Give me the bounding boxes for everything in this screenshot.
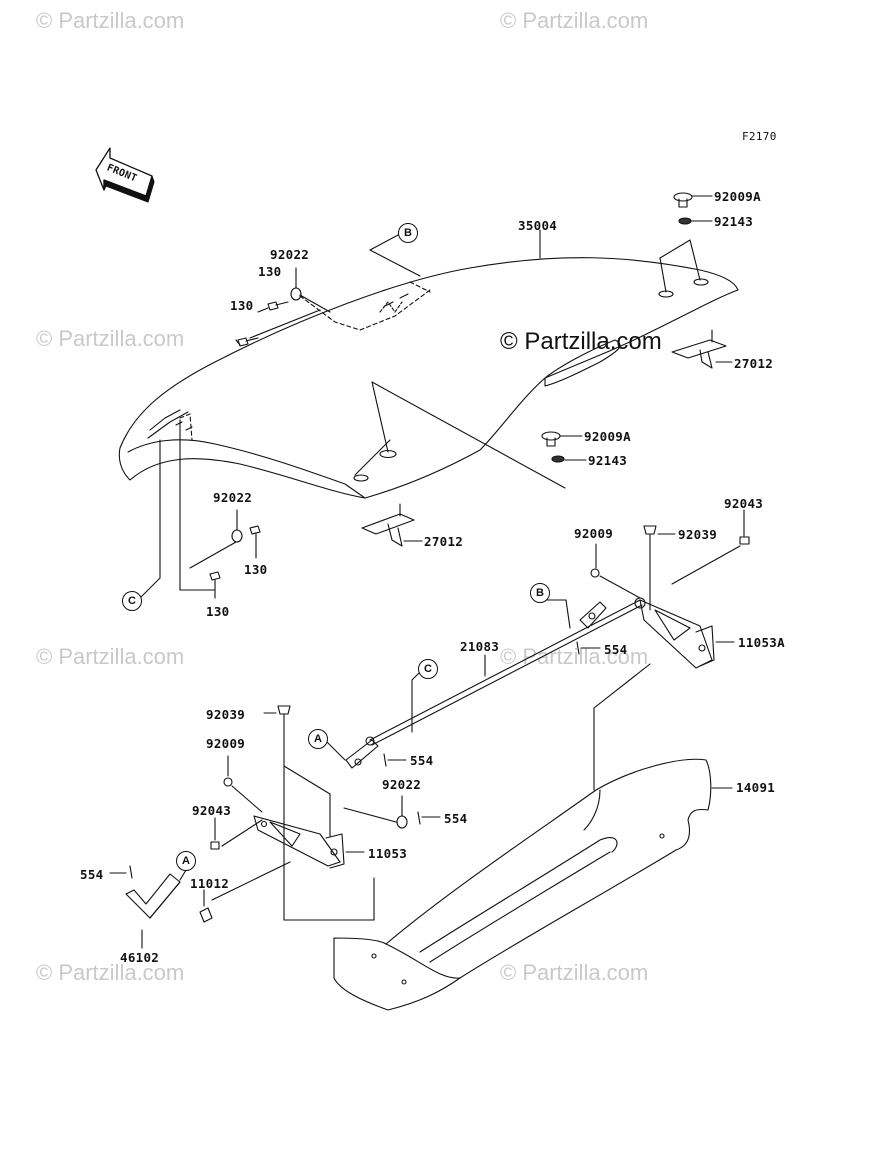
bracket-27012-mid <box>361 503 415 547</box>
part-label: 554 <box>604 642 628 657</box>
watermark: © Partzilla.com <box>500 8 649 33</box>
washer-92022-low <box>396 815 408 829</box>
center-watermark: © Partzilla.com <box>500 328 662 355</box>
part-label: 130 <box>206 604 230 619</box>
bolt-130-c <box>249 525 261 559</box>
cap-92043-left <box>210 841 220 850</box>
callout-A: A <box>308 729 328 749</box>
rod-21083 <box>345 597 646 769</box>
part-label: 92039 <box>678 527 718 542</box>
part-label: 92043 <box>192 803 232 818</box>
pivot-11012 <box>199 907 213 923</box>
cap-92043-right <box>739 536 750 545</box>
part-label: 92009 <box>574 526 614 541</box>
part-label: 92143 <box>714 214 754 229</box>
part-label: 11053A <box>738 635 785 650</box>
part-label: 92143 <box>588 453 628 468</box>
part-label: 92043 <box>724 496 764 511</box>
bolt-92009-right <box>590 568 600 578</box>
part-label: 554 <box>410 753 434 768</box>
watermark: © Partzilla.com <box>500 644 649 669</box>
pin-554-c <box>417 811 441 825</box>
part-label: 554 <box>80 867 104 882</box>
bracket-27012-right <box>671 329 727 369</box>
part-label: 46102 <box>120 950 160 965</box>
washer-92022-mid <box>231 529 243 543</box>
bolt-92009A-mid <box>541 431 561 447</box>
callout-C: C <box>122 591 142 611</box>
clip-92039-left <box>277 705 291 715</box>
part-label: 35004 <box>518 218 558 233</box>
part-label: 130 <box>258 264 282 279</box>
bolt-92009A-top <box>673 192 693 208</box>
part-label: 92022 <box>270 247 310 262</box>
watermark: © Partzilla.com <box>36 8 185 33</box>
part-label: 14091 <box>736 780 776 795</box>
callout-B: B <box>530 583 550 603</box>
figure-code: F2170 <box>742 130 777 143</box>
part-label: 92009A <box>714 189 761 204</box>
watermark: © Partzilla.com <box>36 326 185 351</box>
callout-B: B <box>398 223 418 243</box>
part-label: 21083 <box>460 639 500 654</box>
part-label: 11053 <box>368 846 408 861</box>
watermark: © Partzilla.com <box>500 960 649 985</box>
front-arrow-icon <box>95 147 155 203</box>
part-label: 92009 <box>206 736 246 751</box>
bracket-11053 <box>253 815 345 869</box>
pin-554-a <box>576 641 601 655</box>
seat-cover-35004 <box>118 257 739 499</box>
tray-14091 <box>333 758 712 1011</box>
washer-92143-top <box>678 217 692 225</box>
pin-554-b <box>383 753 407 767</box>
bolt-130-d <box>209 571 221 599</box>
watermark: © Partzilla.com <box>36 644 185 669</box>
callout-C: C <box>418 659 438 679</box>
part-label: 92009A <box>584 429 631 444</box>
watermark: © Partzilla.com <box>36 960 185 985</box>
part-label: 130 <box>230 298 254 313</box>
callout-A: A <box>176 851 196 871</box>
part-label: 92022 <box>382 777 422 792</box>
bolt-130-a <box>267 301 289 311</box>
washer-92022-top <box>290 287 302 301</box>
bracket-11053A <box>639 599 715 669</box>
part-label: 554 <box>444 811 468 826</box>
bolt-92009-left <box>223 777 233 787</box>
part-label: 92022 <box>213 490 253 505</box>
washer-92143-mid <box>551 455 565 463</box>
part-label: 27012 <box>734 356 774 371</box>
part-label: 11012 <box>190 876 230 891</box>
part-label: 130 <box>244 562 268 577</box>
part-label: 27012 <box>424 534 464 549</box>
part-label: 92039 <box>206 707 246 722</box>
stand-46102 <box>125 873 181 919</box>
clip-92039-right <box>643 525 657 535</box>
pin-554-d <box>109 865 133 879</box>
